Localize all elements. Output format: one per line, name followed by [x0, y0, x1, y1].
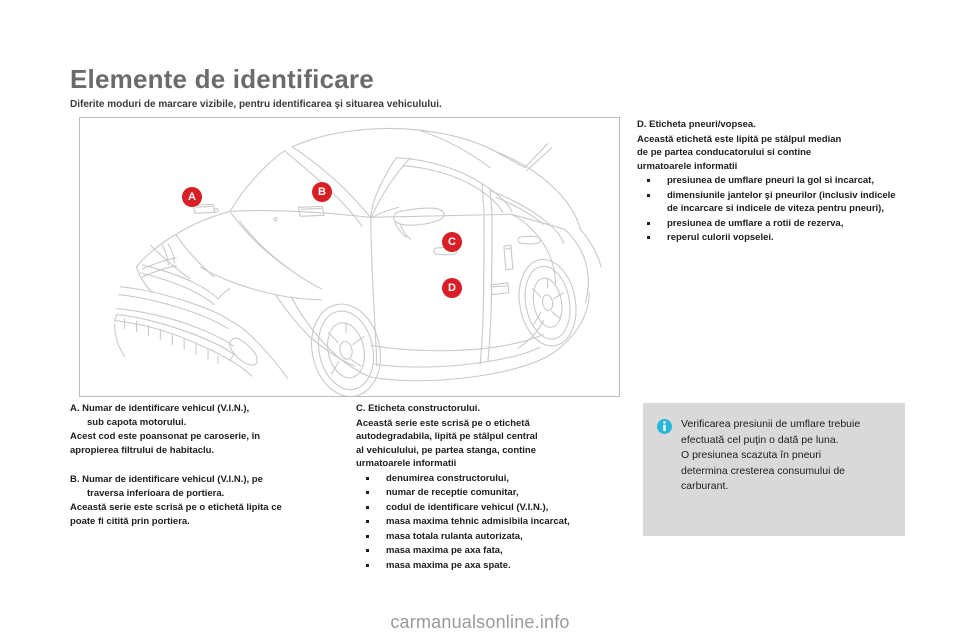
- section-c: C. Eticheta constructorului. Această ser…: [356, 402, 621, 572]
- column-middle: C. Eticheta constructorului. Această ser…: [356, 402, 621, 573]
- vehicle-line-drawing: [114, 127, 602, 396]
- list-item: codul de identificare vehicul (V.I.N.),: [356, 501, 621, 515]
- list-item: dimensiunile jantelor şi pneurilor (incl…: [637, 189, 909, 216]
- section-c-body-line4: urmatoarele informatii: [356, 458, 457, 469]
- list-item: masa maxima pe axa fata,: [356, 544, 621, 558]
- section-d: D. Eticheta pneuri/vopsea. Această etich…: [637, 118, 909, 245]
- section-d-body-line3: urmatoarele informatii: [637, 160, 738, 172]
- section-a-heading-line2: sub capota motorului.: [87, 416, 187, 428]
- section-b-heading-line2: traversa inferioara de portiera.: [87, 487, 225, 499]
- info-line-3: O presiunea scazuta în pneuri: [681, 449, 822, 461]
- info-line-4: determina cresterea consumului de: [681, 464, 846, 477]
- section-c-body-line1: Această serie este scrisă pe o etichetă: [356, 417, 530, 429]
- info-callout-box: Verificarea presiunii de umflare trebuie…: [643, 403, 905, 536]
- section-c-body-line3: al vehiculului, pe partea stanga, contin…: [356, 444, 537, 456]
- list-item: masa maxima pe axa spate.: [356, 559, 621, 573]
- diagram-marker-d: D: [442, 278, 462, 298]
- info-icon: [657, 419, 672, 434]
- list-item: denumirea constructorului,: [356, 472, 621, 486]
- section-d-body: Această etichetă este lipită pe stâlpul …: [637, 133, 909, 174]
- section-b-heading: B. Numar de identificare vehicul (V.I.N.…: [70, 473, 335, 500]
- section-c-body: Această serie este scrisă pe o etichetă …: [356, 417, 621, 471]
- info-callout-text: Verificarea presiunii de umflare trebuie…: [681, 417, 860, 526]
- section-d-body-line2: de pe partea conducatorului si contine: [637, 147, 812, 158]
- watermark: carmanualsonline.info: [390, 612, 570, 632]
- list-item: presiunea de umflare pneuri la gol si in…: [637, 174, 909, 188]
- section-c-heading: C. Eticheta constructorului.: [356, 403, 481, 414]
- section-b-body: Această serie este scrisă pe o etichetă …: [70, 501, 335, 528]
- list-item: masa maxima tehnic admisibila incarcat,: [356, 515, 621, 529]
- list-item: presiunea de umflare a rotii de rezerva,: [637, 217, 909, 231]
- section-b-heading-line1: B. Numar de identificare vehicul (V.I.N.…: [70, 474, 263, 485]
- section-a-body-line1: Acest cod este poansonat pe caroserie, î…: [70, 431, 261, 442]
- section-b-body-line2: poate fi citită prin portiera.: [70, 515, 190, 527]
- section-a-heading: A. Numar de identificare vehicul (V.I.N.…: [70, 402, 335, 429]
- diagram-marker-b: B: [312, 182, 332, 202]
- section-d-body-line1: Această etichetă este lipită pe stâlpul …: [637, 133, 842, 145]
- info-line-2: efectuată cel puţin o dată pe luna.: [681, 433, 839, 446]
- page-subtitle: Diferite moduri de marcare vizibile, pen…: [70, 99, 442, 110]
- info-line-5: carburant.: [681, 480, 729, 492]
- column-left: A. Numar de identificare vehicul (V.I.N.…: [70, 402, 335, 528]
- section-a-heading-line1: A. Numar de identificare vehicul (V.I.N.…: [70, 403, 250, 414]
- section-a-body-line2: apropierea filtrului de habitaclu.: [70, 444, 215, 456]
- section-spacer: [70, 457, 335, 473]
- list-item: numar de receptie comunitar,: [356, 486, 621, 500]
- vehicle-diagram: A B C D: [79, 117, 620, 397]
- section-d-bullet-list: presiunea de umflare pneuri la gol si in…: [637, 174, 909, 245]
- page-title: Elemente de identificare: [70, 64, 374, 94]
- list-item: reperul culorii vopselei.: [637, 231, 909, 245]
- diagram-marker-c: C: [442, 232, 462, 252]
- section-c-bullet-list: denumirea constructorului, numar de rece…: [356, 472, 621, 573]
- section-b-body-line1: Această serie este scrisă pe o etichetă …: [70, 502, 282, 513]
- section-b: B. Numar de identificare vehicul (V.I.N.…: [70, 473, 335, 528]
- section-a-body: Acest cod este poansonat pe caroserie, î…: [70, 430, 335, 457]
- column-right: D. Eticheta pneuri/vopsea. Această etich…: [637, 118, 909, 246]
- section-c-body-line2: autodegradabila, lipită pe stâlpul centr…: [356, 431, 538, 442]
- section-d-heading: D. Eticheta pneuri/vopsea.: [637, 119, 756, 130]
- list-item: masa totala rulanta autorizata,: [356, 530, 621, 544]
- diagram-marker-a: A: [182, 187, 202, 207]
- section-a: A. Numar de identificare vehicul (V.I.N.…: [70, 402, 335, 457]
- info-line-1: Verificarea presiunii de umflare trebuie: [681, 418, 861, 430]
